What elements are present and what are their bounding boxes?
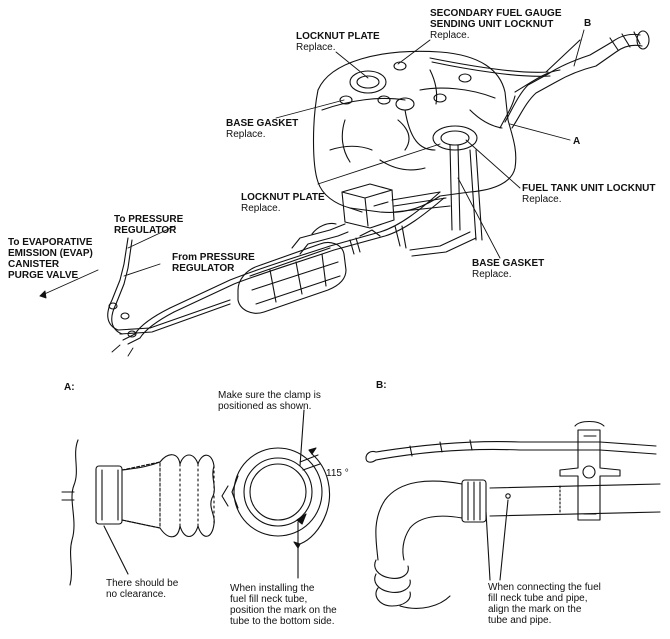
- note-line-1: When connecting the fuel: [488, 582, 601, 593]
- callout-fuel-tank-unit-locknut: FUEL TANK UNIT LOCKNUT Replace.: [522, 183, 656, 205]
- note-line-2: no clearance.: [106, 589, 167, 600]
- callout-sub: Replace.: [522, 194, 562, 205]
- callout-sub: Replace.: [430, 30, 470, 41]
- callout-line-1: To PRESSURE: [114, 214, 184, 225]
- note-line-2: positioned as shown.: [218, 401, 312, 412]
- note-line-1: When installing the: [230, 583, 315, 594]
- note-line-4: tube and pipe.: [488, 615, 552, 626]
- note-line-2: fuel fill neck tube,: [230, 594, 308, 605]
- callout-secondary-locknut: SECONDARY FUEL GAUGE SENDING UNIT LOCKNU…: [430, 8, 562, 41]
- callout-title: LOCKNUT PLATE: [241, 192, 325, 203]
- detail-b-connect-note: When connecting the fuel fill neck tube …: [488, 582, 601, 626]
- note-line-1: There should be: [106, 578, 179, 589]
- note-line-3: align the mark on the: [488, 604, 582, 615]
- detail-a-heading: A:: [64, 382, 75, 393]
- callout-line-2: EMISSION (EVAP): [8, 248, 93, 259]
- callout-sub: Replace.: [226, 129, 266, 140]
- callout-line-2: REGULATOR: [172, 263, 235, 274]
- fuel-tank: [312, 50, 517, 213]
- callout-line-2: REGULATOR: [114, 225, 177, 236]
- callout-to-evap: To EVAPORATIVE EMISSION (EVAP) CANISTER …: [8, 237, 93, 281]
- callout-from-pressure-regulator: From PRESSURE REGULATOR: [172, 252, 255, 274]
- callout-label-a: A: [573, 136, 581, 147]
- detail-a-install-note: When installing the fuel fill neck tube,…: [230, 583, 337, 627]
- callout-locknut-plate-mid: LOCKNUT PLATE Replace.: [241, 192, 325, 214]
- detail-b-heading: B:: [376, 380, 387, 391]
- detail-a-clearance-note: There should be no clearance.: [106, 578, 178, 600]
- note-line-1: Make sure the clamp is: [218, 390, 321, 401]
- detail-b-drawing: [365, 420, 661, 609]
- note-line-4: tube to the bottom side.: [230, 616, 335, 627]
- fuel-lines: [107, 144, 483, 345]
- callout-base-gasket-right: BASE GASKET Replace.: [472, 258, 544, 280]
- callout-line-1: To EVAPORATIVE: [8, 237, 93, 248]
- callout-title: FUEL TANK UNIT LOCKNUT: [522, 183, 656, 194]
- callout-title: BASE GASKET: [472, 258, 545, 269]
- note-line-2: fill neck tube and pipe,: [488, 593, 588, 604]
- callout-title-1: SECONDARY FUEL GAUGE: [430, 8, 562, 19]
- note-line-3: position the mark on the: [230, 605, 337, 616]
- callout-title-2: SENDING UNIT LOCKNUT: [430, 19, 554, 30]
- leader-lines: [39, 29, 585, 357]
- filler-neck: [429, 30, 650, 129]
- callout-base-gasket-left: BASE GASKET Replace.: [226, 118, 298, 140]
- callout-locknut-plate-top: LOCKNUT PLATE Replace.: [296, 31, 380, 53]
- callout-line-4: PURGE VALVE: [8, 270, 79, 281]
- callout-sub: Replace.: [241, 203, 281, 214]
- detail-a-drawing: [61, 409, 331, 586]
- callout-sub: Replace.: [296, 42, 336, 53]
- callout-title: BASE GASKET: [226, 118, 299, 129]
- callout-label-b: B: [584, 18, 592, 29]
- callout-title: LOCKNUT PLATE: [296, 31, 380, 42]
- detail-a-angle: 115 °: [326, 468, 349, 479]
- callout-sub: Replace.: [472, 269, 512, 280]
- callout-to-pressure-regulator: To PRESSURE REGULATOR: [114, 214, 183, 236]
- detail-a-clamp-note: Make sure the clamp is positioned as sho…: [218, 390, 321, 412]
- callout-line-1: From PRESSURE: [172, 252, 255, 263]
- callout-line-3: CANISTER: [8, 259, 60, 270]
